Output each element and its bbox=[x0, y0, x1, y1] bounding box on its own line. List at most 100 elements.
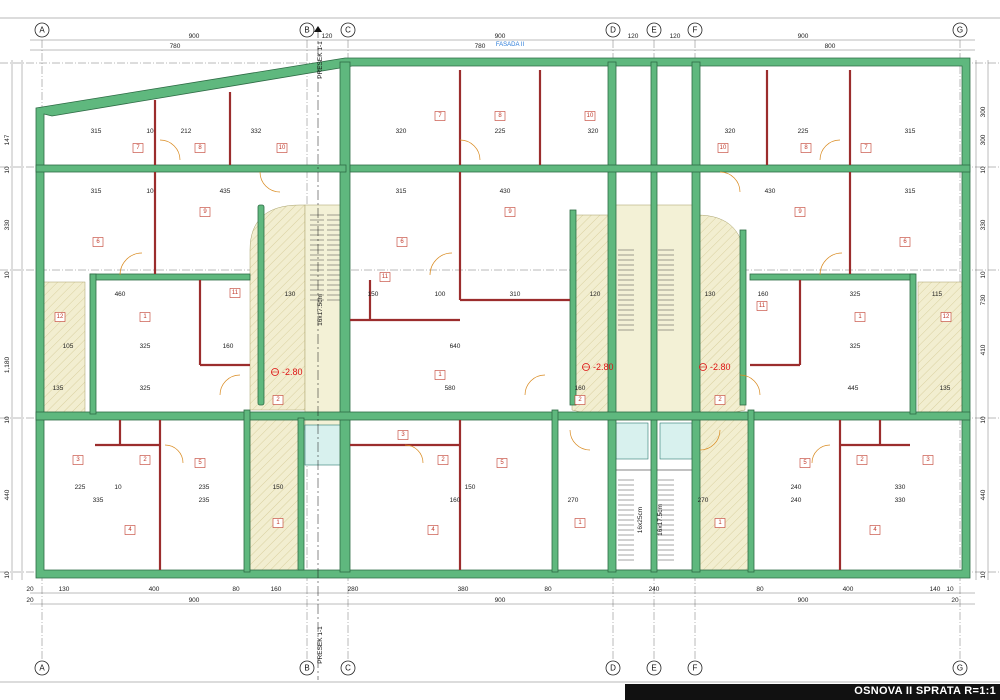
level-mark: -2.80 bbox=[582, 362, 614, 372]
axis-marker-e: E bbox=[646, 660, 662, 676]
dimension-label: 780 bbox=[475, 43, 486, 50]
axis-marker-g: G bbox=[952, 660, 968, 676]
dimension-label: 120 bbox=[628, 33, 639, 40]
room-dimension: 315 bbox=[396, 188, 407, 195]
dimension-label: 400 bbox=[843, 586, 854, 593]
room-dimension: 320 bbox=[725, 128, 736, 135]
dimension-label: 330 bbox=[980, 219, 987, 230]
dimension-label: 300 bbox=[980, 134, 987, 145]
room-number: 2 bbox=[578, 397, 582, 403]
room-tag: 1 bbox=[434, 370, 446, 380]
room-number: 7 bbox=[438, 113, 442, 119]
room-number: 7 bbox=[136, 145, 140, 151]
room-dimension: 225 bbox=[495, 128, 506, 135]
room-dimension: 580 bbox=[445, 385, 456, 392]
room-number: 1 bbox=[578, 520, 582, 526]
dimension-label: 900 bbox=[798, 33, 809, 40]
level-marks: -2.80 -2.80 -2.80 bbox=[271, 362, 731, 377]
room-dimension: 325 bbox=[140, 385, 151, 392]
room-number: 5 bbox=[198, 460, 202, 466]
dimension-label: 900 bbox=[189, 597, 200, 604]
room-tag: 6 bbox=[396, 237, 408, 247]
room-tag: 2 bbox=[714, 395, 726, 405]
axis-label: E bbox=[651, 664, 656, 673]
room-dimension: 135 bbox=[53, 385, 64, 392]
dimension-label: 410 bbox=[980, 344, 987, 355]
doors bbox=[119, 139, 843, 464]
section-label-top: PRESEK 1-1 bbox=[317, 41, 324, 79]
room-dimension: 160 bbox=[223, 343, 234, 350]
room-tag: 12 bbox=[940, 312, 952, 322]
dimension-label: 900 bbox=[495, 33, 506, 40]
room-dimension: 320 bbox=[588, 128, 599, 135]
dimension-label: 780 bbox=[170, 43, 181, 50]
level-text: -2.80 bbox=[593, 362, 614, 372]
axis-marker-e: E bbox=[646, 22, 662, 38]
axis-marker-g: G bbox=[952, 22, 968, 38]
facade-label: FASADA II bbox=[496, 42, 525, 48]
room-number: 5 bbox=[500, 460, 504, 466]
room-tag: 7 bbox=[434, 111, 446, 121]
room-tag: 4 bbox=[427, 525, 439, 535]
stair-spec: 16x17.5cm bbox=[657, 504, 664, 536]
axis-marker-f: F bbox=[687, 22, 703, 38]
dimension-lines bbox=[0, 17, 1000, 683]
axis-label: D bbox=[610, 26, 616, 35]
room-number: 10 bbox=[279, 145, 286, 151]
room-tag: 1 bbox=[574, 518, 586, 528]
level-text: -2.80 bbox=[710, 362, 731, 372]
level-text: -2.80 bbox=[282, 367, 303, 377]
room-dimension: 10 bbox=[146, 188, 154, 195]
room-dimension: 10 bbox=[146, 128, 154, 135]
axis-label: B bbox=[304, 26, 309, 35]
room-tag: 5 bbox=[194, 458, 206, 468]
dimension-label: 20 bbox=[26, 586, 34, 593]
room-number: 2 bbox=[276, 397, 280, 403]
section-label-bottom: PRESEK 1-1 bbox=[317, 626, 324, 664]
title-bar: OSNOVA II SPRATA R=1:1 bbox=[625, 684, 1000, 700]
dimension-label: 10 bbox=[4, 416, 11, 424]
room-number: 8 bbox=[804, 145, 808, 151]
room-dimension: 430 bbox=[500, 188, 511, 195]
room-tag: 4 bbox=[869, 525, 881, 535]
room-tag: 9 bbox=[794, 207, 806, 217]
axis-marker-c: C bbox=[340, 22, 356, 38]
room-number: 6 bbox=[903, 239, 907, 245]
room-dimension: 330 bbox=[895, 484, 906, 491]
axis-label: E bbox=[651, 26, 656, 35]
room-dimension: 310 bbox=[510, 291, 521, 298]
axis-marker-a: A bbox=[34, 660, 50, 676]
room-tag: 1 bbox=[854, 312, 866, 322]
room-dimension: 325 bbox=[140, 343, 151, 350]
room-number: 5 bbox=[803, 460, 807, 466]
level-mark: -2.80 bbox=[699, 362, 731, 372]
axis-label: F bbox=[693, 664, 698, 673]
dimension-label: 440 bbox=[980, 489, 987, 500]
room-tag: 7 bbox=[860, 143, 872, 153]
dimension-label: 730 bbox=[980, 294, 987, 305]
room-dimension: 315 bbox=[905, 188, 916, 195]
room-tag: 8 bbox=[494, 111, 506, 121]
room-dimension: 435 bbox=[220, 188, 231, 195]
dimension-label: 800 bbox=[825, 43, 836, 50]
room-number: 3 bbox=[926, 457, 930, 463]
dimension-label: 900 bbox=[798, 597, 809, 604]
room-dimension: 235 bbox=[199, 497, 210, 504]
room-tag: 4 bbox=[124, 525, 136, 535]
stair-spec: 16x25cm bbox=[637, 507, 644, 533]
room-tag: 5 bbox=[496, 458, 508, 468]
room-tag: 11 bbox=[229, 288, 241, 298]
axis-label: C bbox=[345, 664, 351, 673]
dimension-label: 80 bbox=[544, 586, 552, 593]
circulation-cores bbox=[39, 204, 963, 571]
axis-label: B bbox=[304, 664, 309, 673]
room-tag: 1 bbox=[139, 312, 151, 322]
room-number: 11 bbox=[232, 290, 239, 296]
room-number: 2 bbox=[143, 457, 147, 463]
room-number: 6 bbox=[96, 239, 100, 245]
room-number: 4 bbox=[431, 527, 435, 533]
room-dimension: 115 bbox=[932, 291, 943, 298]
room-dimension: 315 bbox=[91, 128, 102, 135]
